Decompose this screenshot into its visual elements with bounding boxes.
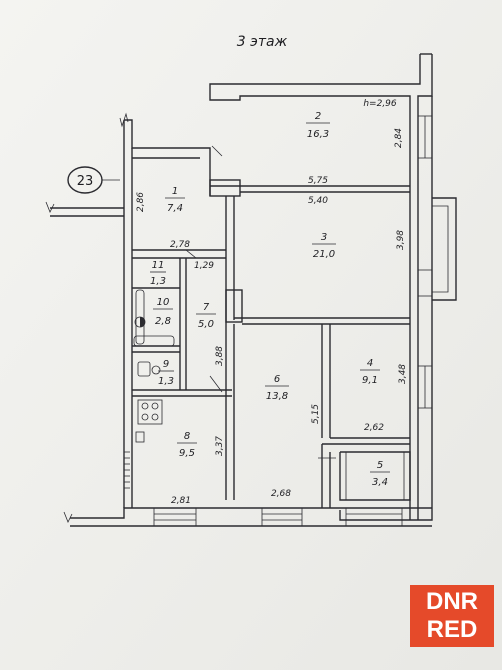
room-11-label: 11 1,3 <box>150 260 166 287</box>
room-number: 11 <box>152 260 165 271</box>
room-number: 1 <box>172 186 178 197</box>
room-area: 16,3 <box>307 129 329 140</box>
ceiling-height: h=2,96 <box>363 99 397 109</box>
room-area: 13,8 <box>266 391 288 402</box>
room-number: 3 <box>321 232 327 243</box>
interior-walls <box>132 179 457 508</box>
room-area: 9,1 <box>362 375 378 386</box>
dim-281: 2,81 <box>171 496 191 506</box>
dim-268: 2,68 <box>271 489 291 499</box>
dim-398: 3,98 <box>396 230 406 250</box>
room-area: 5,0 <box>198 319 214 330</box>
watermark-line-2: RED <box>426 616 478 643</box>
radiator-ticks <box>124 451 130 489</box>
room-number: 2 <box>315 111 321 122</box>
room-area: 1,3 <box>150 276 166 287</box>
room-3-label: 3 21,0 <box>312 232 336 260</box>
dimensions: h=2,96 5,75 5,40 2,78 1,29 2,81 2,68 2,6… <box>136 99 408 506</box>
dim-286: 2,86 <box>136 192 146 212</box>
fixtures <box>124 145 336 489</box>
watermark-line-1: DNR <box>426 588 478 615</box>
dim-515: 5,15 <box>311 404 321 424</box>
room-6-label: 6 13,8 <box>265 374 289 402</box>
toilet-icon <box>137 361 151 377</box>
room-area: 1,3 <box>158 376 174 387</box>
room-area: 7,4 <box>167 203 183 214</box>
watermark-logo: DNR RED <box>410 585 494 647</box>
room-number: 5 <box>377 460 383 471</box>
building-number-marker: 23 <box>67 166 120 194</box>
room-area: 3,4 <box>372 477 388 488</box>
windows <box>153 115 433 527</box>
outer-walls <box>45 53 433 527</box>
room-number: 8 <box>184 431 190 442</box>
room-7-label: 7 5,0 <box>196 302 216 330</box>
room-number: 6 <box>274 374 280 385</box>
dim-348: 3,48 <box>398 364 408 384</box>
room-number: 4 <box>367 358 373 369</box>
bathtub-outline <box>135 289 145 345</box>
room-1-label: 1 7,4 <box>165 186 185 214</box>
room-number: 7 <box>203 302 210 313</box>
building-number: 23 <box>77 174 94 189</box>
room-area: 21,0 <box>313 249 335 260</box>
stove-icon <box>137 399 163 425</box>
room-4-label: 4 9,1 <box>360 358 380 386</box>
dim-575: 5,75 <box>308 176 328 186</box>
room-8-label: 8 9,5 <box>177 431 197 459</box>
room-labels: 1 7,4 2 16,3 3 21,0 4 9,1 5 3,4 6 13,8 <box>150 111 390 488</box>
dim-262: 2,62 <box>364 423 384 433</box>
dim-388: 3,88 <box>215 346 225 366</box>
dim-284: 2,84 <box>394 128 404 148</box>
sink-icon <box>135 431 145 443</box>
room-5-label: 5 3,4 <box>370 460 390 488</box>
room-2-label: 2 16,3 <box>306 111 330 140</box>
room-area: 9,5 <box>179 448 195 459</box>
room-number: 9 <box>163 359 169 370</box>
room-10-label: 10 2,8 <box>153 297 173 327</box>
dim-278: 2,78 <box>170 240 190 250</box>
room-9-label: 9 1,3 <box>158 359 174 387</box>
dim-337: 3,37 <box>215 436 225 456</box>
dim-129: 1,29 <box>194 261 214 271</box>
dim-540: 5,40 <box>308 196 328 206</box>
floor-title: 3 этаж <box>237 34 288 50</box>
room-area: 2,8 <box>155 316 171 327</box>
room-number: 10 <box>157 297 170 308</box>
